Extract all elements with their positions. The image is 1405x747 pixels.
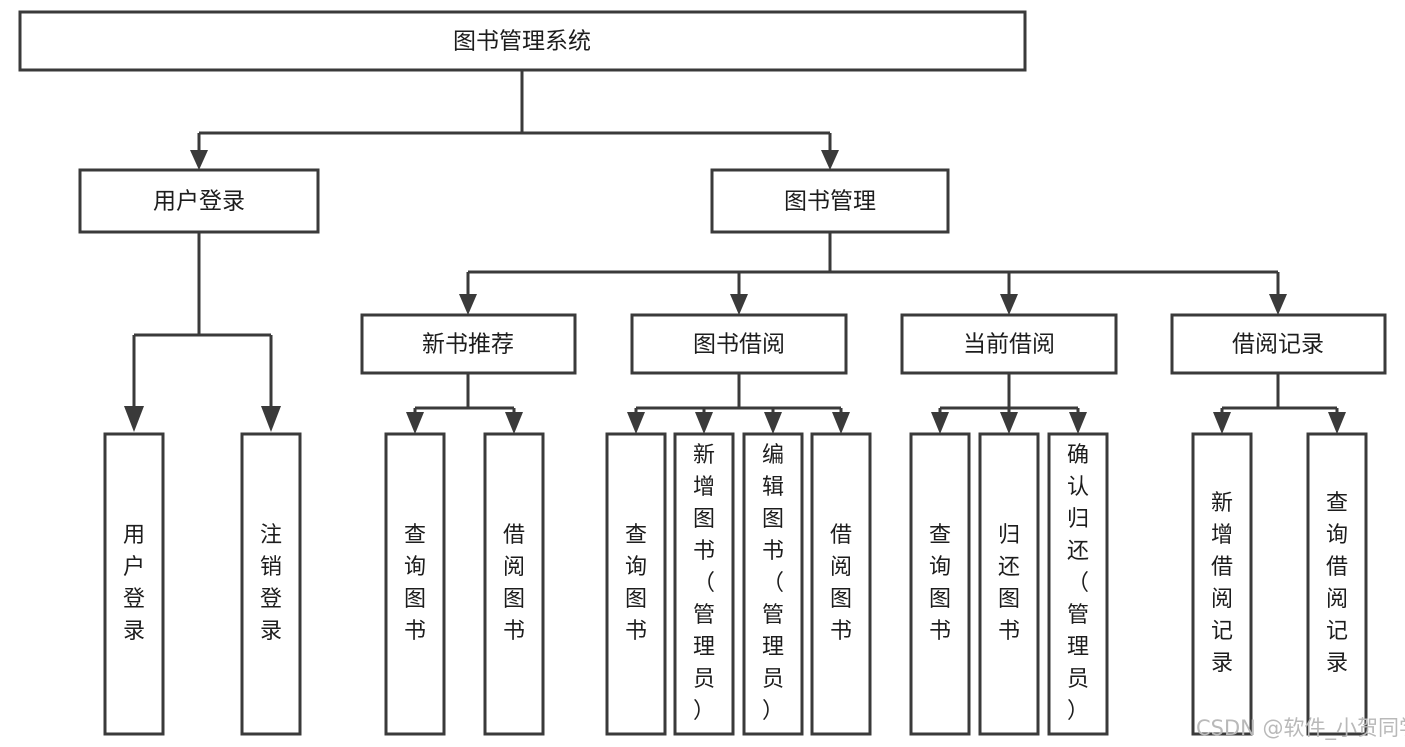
node-new-book-recommend-box[interactable] [360, 313, 577, 375]
leaf-book-borrow-3-box[interactable] [742, 432, 804, 736]
arrow-to-new-book [459, 294, 477, 315]
node-root-label: 图书管理系统 [453, 29, 591, 55]
arrow-bookborrow-leaf-4 [832, 412, 850, 434]
leaf-borrow-record-1-label: 新增借阅记录 [1211, 491, 1233, 676]
node-root[interactable]: 图书管理系统 [18, 10, 1027, 72]
node-user-login-box[interactable] [78, 168, 320, 234]
leaf-book-borrow-1-label: 查询图书 [625, 523, 647, 644]
leaf-current-borrow-3-box[interactable] [1047, 432, 1109, 736]
arrow-to-user-login [190, 150, 208, 170]
leaf-new-book-2-label: 借阅图书 [503, 523, 525, 644]
leaf-new-book-2-box[interactable] [483, 432, 545, 736]
leaf-user-login-1-box[interactable] [103, 432, 165, 736]
leaf-borrow-record-1-box[interactable] [1191, 432, 1253, 736]
arrow-userlogin-leaf-2 [261, 406, 281, 432]
node-book-manage[interactable]: 图书管理 [710, 168, 950, 234]
leaf-book-borrow-2-label: 新增图书（管理员） [693, 443, 715, 724]
leaf-current-borrow-2-box[interactable] [978, 432, 1040, 736]
node-book-borrow[interactable]: 图书借阅 [630, 313, 848, 375]
arrow-to-current-borrow [1000, 294, 1018, 315]
leaf-new-book-1[interactable]: 查询图书 [384, 432, 446, 736]
leaf-borrow-record-1[interactable]: 新增借阅记录 [1191, 432, 1253, 736]
arrow-borrowrecord-leaf-2 [1328, 412, 1346, 434]
node-new-book-recommend-label: 新书推荐 [422, 332, 514, 358]
node-book-manage-box[interactable] [710, 168, 950, 234]
leaf-user-login-2-box[interactable] [240, 432, 302, 736]
leaf-book-borrow-3[interactable]: 编辑图书（管理员） [742, 432, 804, 736]
arrow-bookborrow-leaf-1 [627, 412, 645, 434]
node-borrow-record-label: 借阅记录 [1232, 332, 1324, 358]
leaf-current-borrow-2[interactable]: 归还图书 [978, 432, 1040, 736]
leaf-borrow-record-2[interactable]: 查询借阅记录 [1306, 432, 1368, 736]
leaf-new-book-1-label: 查询图书 [404, 523, 426, 644]
node-user-login-label: 用户登录 [153, 189, 245, 215]
arrow-currentborrow-leaf-3 [1069, 412, 1087, 434]
leaf-book-borrow-3-label: 编辑图书（管理员） [762, 443, 784, 724]
node-current-borrow-box[interactable] [900, 313, 1118, 375]
arrow-currentborrow-leaf-2 [1000, 412, 1018, 434]
leaf-book-borrow-2[interactable]: 新增图书（管理员） [673, 432, 735, 736]
leaf-user-login-1-label: 用户登录 [123, 523, 145, 644]
node-book-borrow-label: 图书借阅 [693, 332, 785, 358]
leaf-current-borrow-1-label: 查询图书 [929, 523, 951, 644]
connector-layer [124, 70, 1346, 434]
leaf-book-borrow-4-box[interactable] [810, 432, 872, 736]
leaf-book-borrow-1[interactable]: 查询图书 [605, 432, 667, 736]
leaf-current-borrow-1[interactable]: 查询图书 [909, 432, 971, 736]
arrow-bookborrow-leaf-2 [695, 412, 713, 434]
arrow-to-book-borrow [730, 294, 748, 315]
node-borrow-record-box[interactable] [1170, 313, 1387, 375]
node-current-borrow-label: 当前借阅 [963, 332, 1055, 358]
node-root-box[interactable] [18, 10, 1027, 72]
leaf-current-borrow-1-box[interactable] [909, 432, 971, 736]
node-book-manage-label: 图书管理 [784, 189, 876, 215]
arrow-borrowrecord-leaf-1 [1213, 412, 1231, 434]
arrow-to-borrow-record [1269, 294, 1287, 315]
leaf-book-borrow-4-label: 借阅图书 [830, 523, 852, 644]
leaf-user-login-1[interactable]: 用户登录 [103, 432, 165, 736]
arrow-userlogin-leaf-1 [124, 406, 144, 432]
node-book-borrow-box[interactable] [630, 313, 848, 375]
leaf-user-login-2-label: 注销登录 [260, 523, 282, 644]
arrow-bookborrow-leaf-3 [764, 412, 782, 434]
watermark-label: CSDN @软件_小贺同学 [1196, 716, 1405, 741]
node-new-book-recommend[interactable]: 新书推荐 [360, 313, 577, 375]
node-current-borrow[interactable]: 当前借阅 [900, 313, 1118, 375]
leaf-new-book-2[interactable]: 借阅图书 [483, 432, 545, 736]
node-user-login[interactable]: 用户登录 [78, 168, 320, 234]
arrow-currentborrow-leaf-1 [931, 412, 949, 434]
leaf-current-borrow-2-label: 归还图书 [998, 523, 1020, 644]
leaf-borrow-record-2-label: 查询借阅记录 [1326, 491, 1348, 676]
arrow-newbook-leaf-2 [505, 412, 523, 434]
leaf-book-borrow-4[interactable]: 借阅图书 [810, 432, 872, 736]
leaf-current-borrow-3-label: 确认归还（管理员） [1067, 443, 1089, 724]
leaf-book-borrow-2-box[interactable] [673, 432, 735, 736]
leaf-borrow-record-2-box[interactable] [1306, 432, 1368, 736]
arrow-to-book-manage [821, 150, 839, 170]
leaf-book-borrow-1-box[interactable] [605, 432, 667, 736]
arrow-newbook-leaf-1 [406, 412, 424, 434]
leaf-current-borrow-3[interactable]: 确认归还（管理员） [1047, 432, 1109, 736]
node-borrow-record[interactable]: 借阅记录 [1170, 313, 1387, 375]
leaf-user-login-2[interactable]: 注销登录 [240, 432, 302, 736]
leaf-new-book-1-box[interactable] [384, 432, 446, 736]
